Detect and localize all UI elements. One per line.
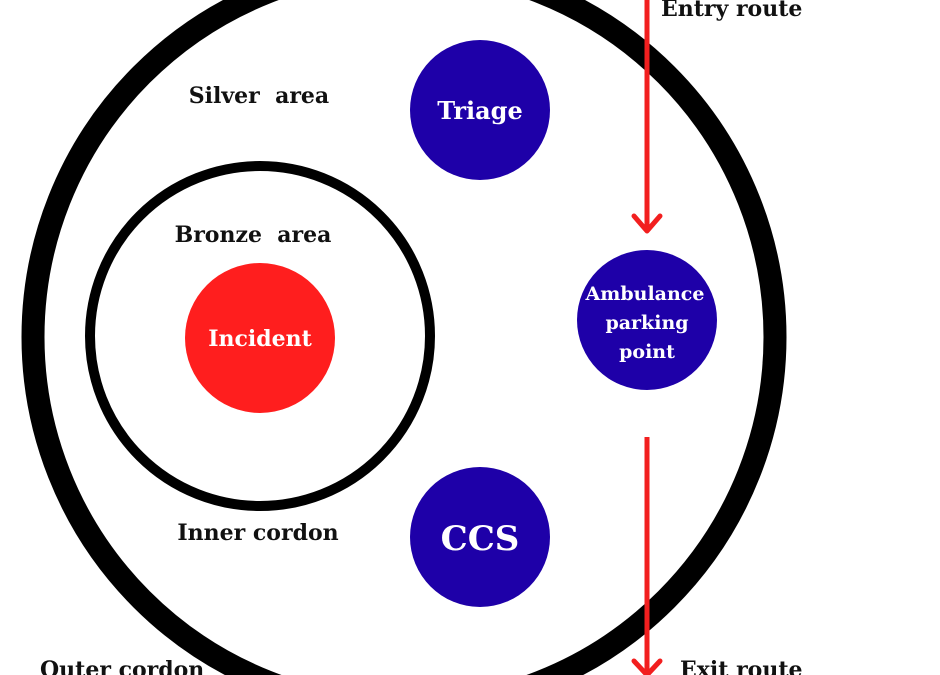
exit-route-label: Exit route (680, 657, 802, 675)
ccs-node (410, 467, 550, 607)
outer-cordon-label: Outer cordon (40, 657, 204, 675)
incident-node (185, 263, 335, 413)
inner-cordon-ring (85, 161, 435, 511)
entry-route-arrow (631, 0, 663, 234)
ambulance-label-line1: Ambulance (585, 283, 705, 305)
inner-cordon-label: Inner cordon (177, 520, 338, 546)
exit-route-arrow (631, 437, 663, 675)
ambulance-label-line3: point (619, 341, 675, 363)
incident-label: Incident (208, 326, 312, 352)
bronze-area-label: Bronze area (175, 222, 332, 248)
entry-route-label: Entry route (661, 0, 802, 22)
triage-node (410, 40, 550, 180)
ambulance-parking-node (577, 250, 717, 390)
triage-label: Triage (437, 96, 522, 125)
silver-area-label: Silver area (189, 83, 329, 109)
ccs-label: CCS (441, 519, 520, 559)
ambulance-label-line2: parking (605, 312, 688, 334)
outer-cordon-ring (21, 0, 787, 675)
